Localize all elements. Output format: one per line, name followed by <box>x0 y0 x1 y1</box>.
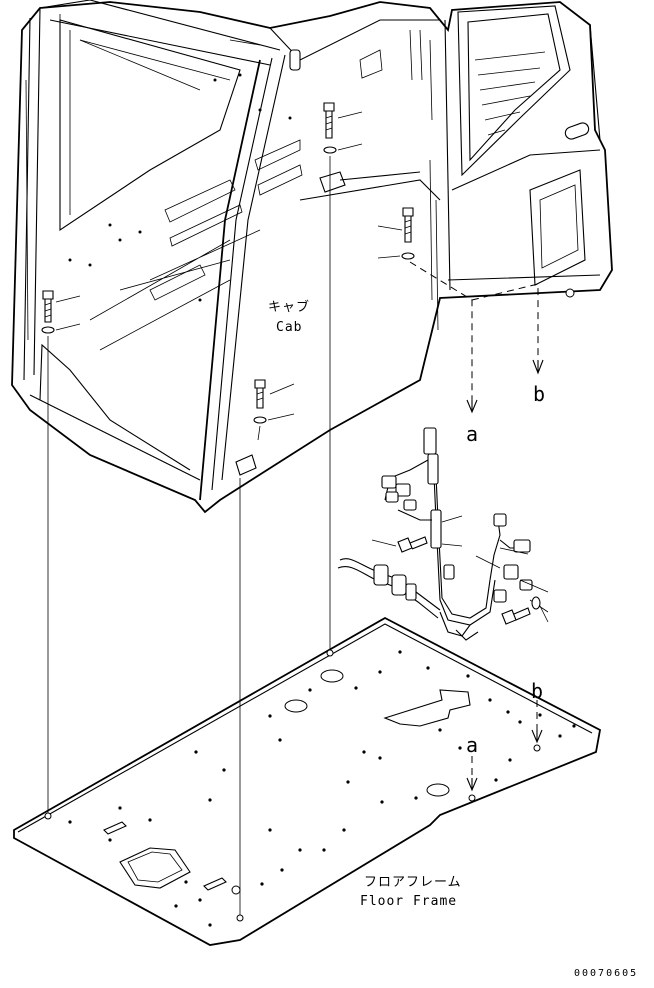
bolt-right <box>377 207 414 243</box>
bolt-upper-center <box>323 102 363 139</box>
washer-lower-center <box>253 413 295 424</box>
floor-frame-label-en: Floor Frame <box>360 894 457 909</box>
wiring-harness <box>337 427 549 641</box>
projection-lines <box>47 156 331 918</box>
ref-b-upper: b <box>533 382 545 406</box>
ref-b-lower: b <box>531 679 543 703</box>
ref-a-upper: a <box>466 422 478 446</box>
floor-frame <box>13 616 602 946</box>
cab-label-en: Cab <box>276 320 302 335</box>
ref-a-lower: a <box>466 733 478 757</box>
floor-frame-label-jp: フロアフレーム <box>364 875 462 890</box>
washer-right <box>377 252 415 260</box>
harness-bolt-left <box>371 536 428 553</box>
washer-upper-center <box>323 143 363 154</box>
washer-left <box>41 323 81 334</box>
bolt-lower-center <box>254 379 295 409</box>
route-lines <box>409 261 544 792</box>
harness-bolt-right <box>501 596 549 625</box>
cab-label-jp: キャブ <box>268 299 310 315</box>
cab <box>11 0 613 514</box>
drawing-code: 00070605 <box>574 968 638 979</box>
bolt-left <box>42 290 81 323</box>
